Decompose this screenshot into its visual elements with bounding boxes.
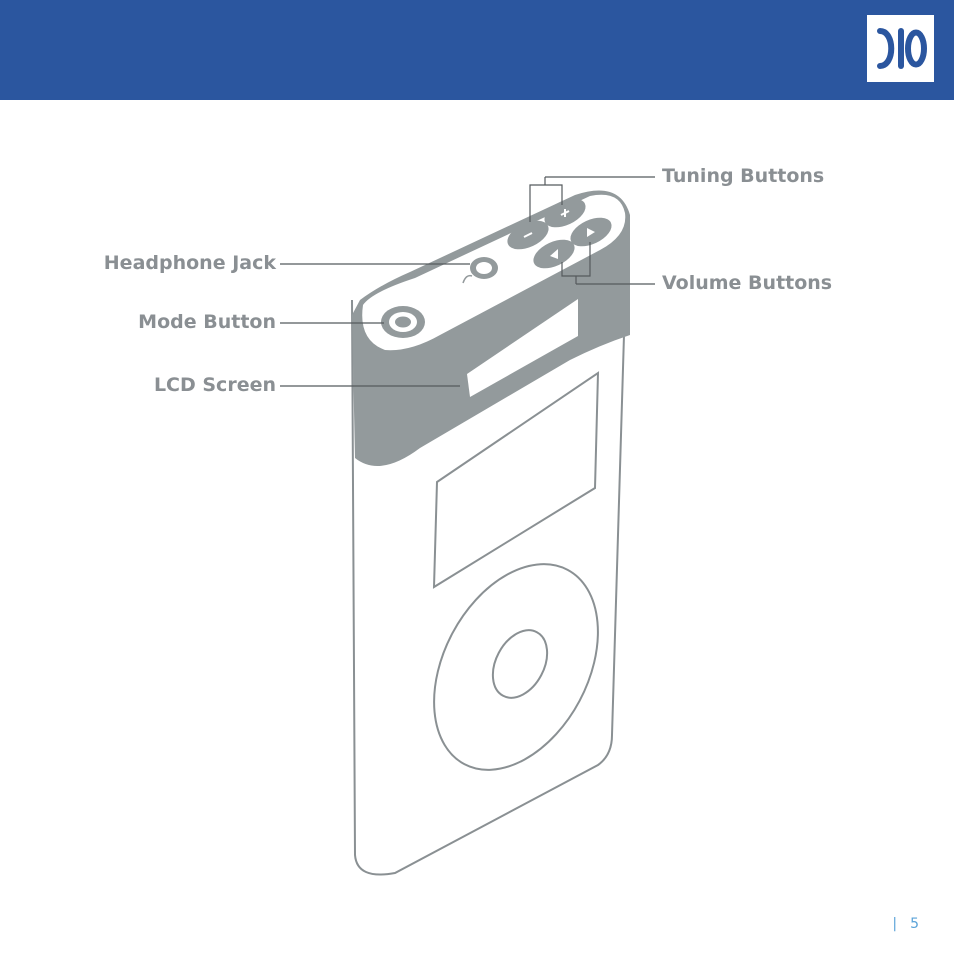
page-number-value: 5	[910, 916, 920, 932]
header-bar	[0, 0, 954, 100]
label-mode-button: Mode Button	[138, 311, 276, 333]
headphone-icon	[462, 274, 473, 284]
page-separator: |	[892, 916, 899, 932]
minus-icon	[523, 232, 533, 238]
center-button	[491, 629, 549, 699]
display-window	[432, 371, 600, 589]
volume-down-icon	[550, 249, 558, 259]
plus-icon	[560, 209, 570, 217]
leader-lines	[280, 176, 655, 387]
label-headphone-jack: Headphone Jack	[104, 252, 277, 274]
page-number: |5	[892, 916, 920, 932]
label-volume-buttons: Volume Buttons	[662, 272, 832, 294]
logo-icon	[877, 28, 927, 69]
logo	[867, 15, 934, 82]
volume-up-icon	[587, 228, 595, 237]
label-tuning-buttons: Tuning Buttons	[662, 165, 824, 187]
button-cluster	[507, 198, 612, 269]
label-lcd-screen: LCD Screen	[154, 374, 276, 396]
lcd-screen	[467, 299, 578, 397]
